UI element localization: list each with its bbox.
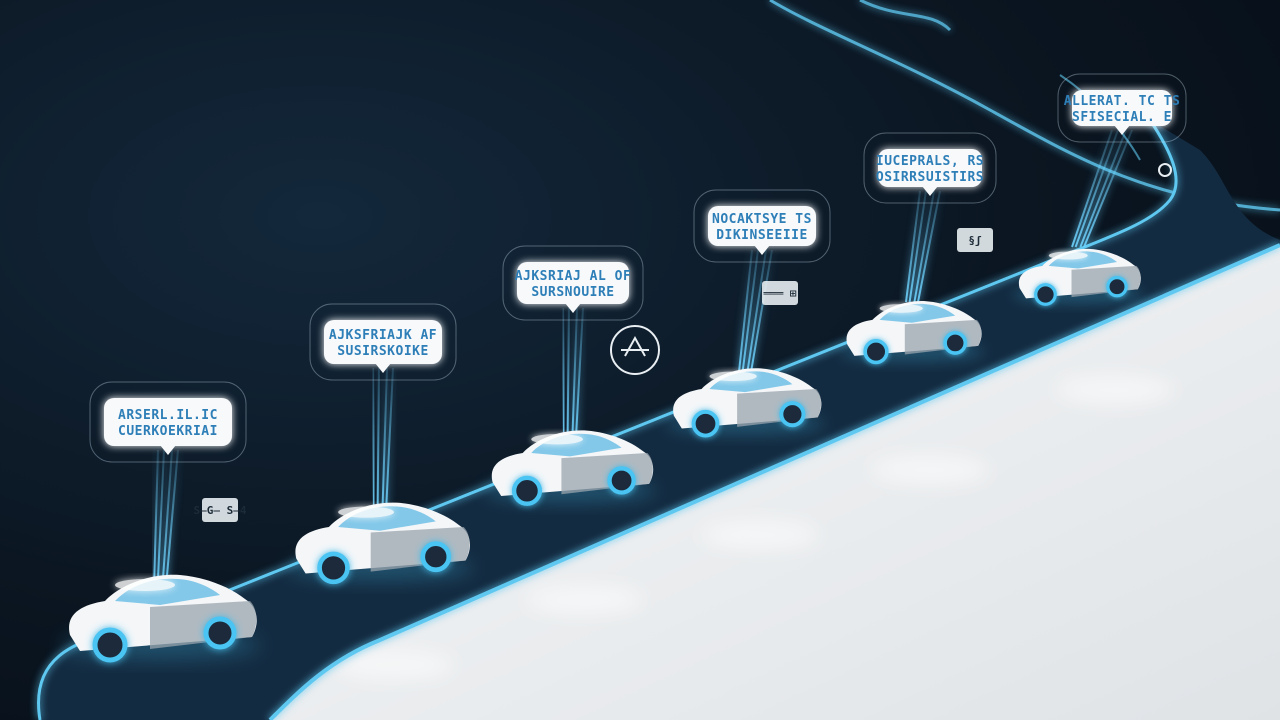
bubble-line-2: OSIRRSUISTIRS (876, 170, 984, 185)
loop-icon (1158, 163, 1172, 177)
car (287, 502, 473, 585)
glowing-wheel (607, 466, 636, 495)
white-floor (270, 245, 1280, 720)
glowing-wheel (1106, 275, 1128, 298)
bubble-line-1: ALLERAT. TC TS (1064, 94, 1181, 109)
bubble-line-2: SURSNOUIRE (531, 285, 614, 300)
glowing-wheel (863, 338, 889, 365)
circle-compass-icon (610, 325, 660, 375)
glyph-text: S̶G̶ S̶4 (194, 504, 247, 517)
glowing-wheel (779, 401, 806, 428)
glowing-wheel (691, 409, 720, 438)
glowing-wheel (92, 627, 128, 663)
bubble-line-1: IUCEPRALS, RS (876, 154, 984, 169)
bubble-line-1: ARSERL.IL.IC (118, 408, 218, 423)
bubble-line-2: DIKINSEEIIE (716, 228, 808, 243)
bubble-line-1: AJKSFRIAJK AF (329, 328, 437, 343)
light-beam (1071, 129, 1133, 248)
glowing-wheel (420, 541, 452, 573)
glyph-text: §ʃ (968, 234, 982, 247)
car (484, 430, 656, 506)
car-convoy (60, 248, 1143, 663)
floating-glyphs: S̶G̶ S̶4 ═══ ⊞ §ʃ (194, 163, 1172, 522)
road-edge-right (268, 243, 1280, 720)
bar-cup-icon: ═══ ⊞ (762, 281, 798, 305)
light-beam (738, 249, 773, 373)
floor-reflections (335, 376, 1175, 679)
glowing-wheel (511, 475, 543, 506)
bubble-line-2: SFISECIAL. E (1072, 110, 1172, 125)
car (1013, 248, 1143, 306)
bubble-line-1: NOCAKTSYE TS (712, 212, 812, 227)
bubble-line-2: CUERKOEKRIAI (118, 424, 218, 439)
glowing-wheel (203, 616, 237, 650)
bubble-line-1: AJKSRIAJ AL OF (515, 269, 632, 284)
light-beam (562, 307, 584, 438)
light-beam (153, 449, 179, 588)
badge-icon: §ʃ (957, 228, 993, 252)
light-beam (905, 190, 941, 303)
bubble-line-2: SUSIRSKOIKE (337, 344, 429, 359)
car (666, 368, 824, 438)
car (60, 574, 260, 663)
light-beams (153, 129, 1133, 588)
glowing-wheel (317, 551, 350, 585)
far-track-curl (859, 0, 952, 32)
road-edge-left (37, 119, 1178, 720)
car (840, 301, 984, 365)
glowing-wheel (943, 331, 968, 355)
glowing-wheel (1034, 283, 1057, 306)
glyph-text: ═══ ⊞ (762, 287, 796, 300)
scribble-grid-icon: S̶G̶ S̶4 (194, 498, 247, 522)
light-beam (372, 367, 394, 513)
